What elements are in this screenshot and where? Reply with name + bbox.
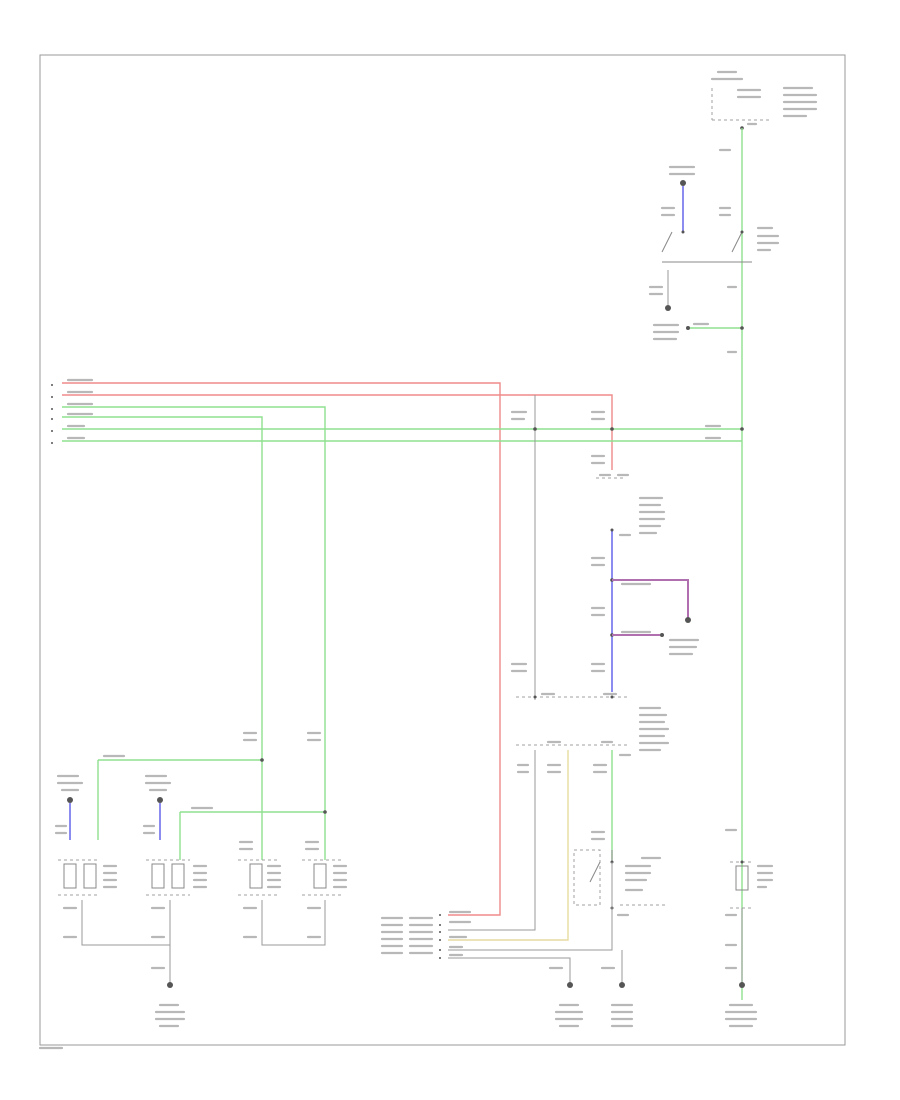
wire-gray-ground-3 xyxy=(448,957,571,985)
bus-row-markers xyxy=(51,384,53,444)
bus-wire-labels xyxy=(66,378,722,440)
bus-wires xyxy=(51,378,742,916)
right-bottom-lamp xyxy=(724,828,774,1028)
wire-red-2 xyxy=(62,394,613,470)
wire-gray-drop xyxy=(448,750,536,931)
bottom-bus-labels xyxy=(380,910,472,959)
wire-red-1 xyxy=(62,382,501,916)
diagram-frame xyxy=(39,54,846,1046)
wire-purple-1 xyxy=(612,579,689,618)
top-right-switch-group xyxy=(648,70,818,1000)
center-unit-group xyxy=(380,395,700,1028)
wire-green-1 xyxy=(62,406,326,860)
left-bottom-lamps xyxy=(54,731,348,1028)
wire-yellow-drop xyxy=(448,750,569,941)
wire-gray-ground-2 xyxy=(448,915,613,951)
wire-green-2 xyxy=(62,416,263,860)
